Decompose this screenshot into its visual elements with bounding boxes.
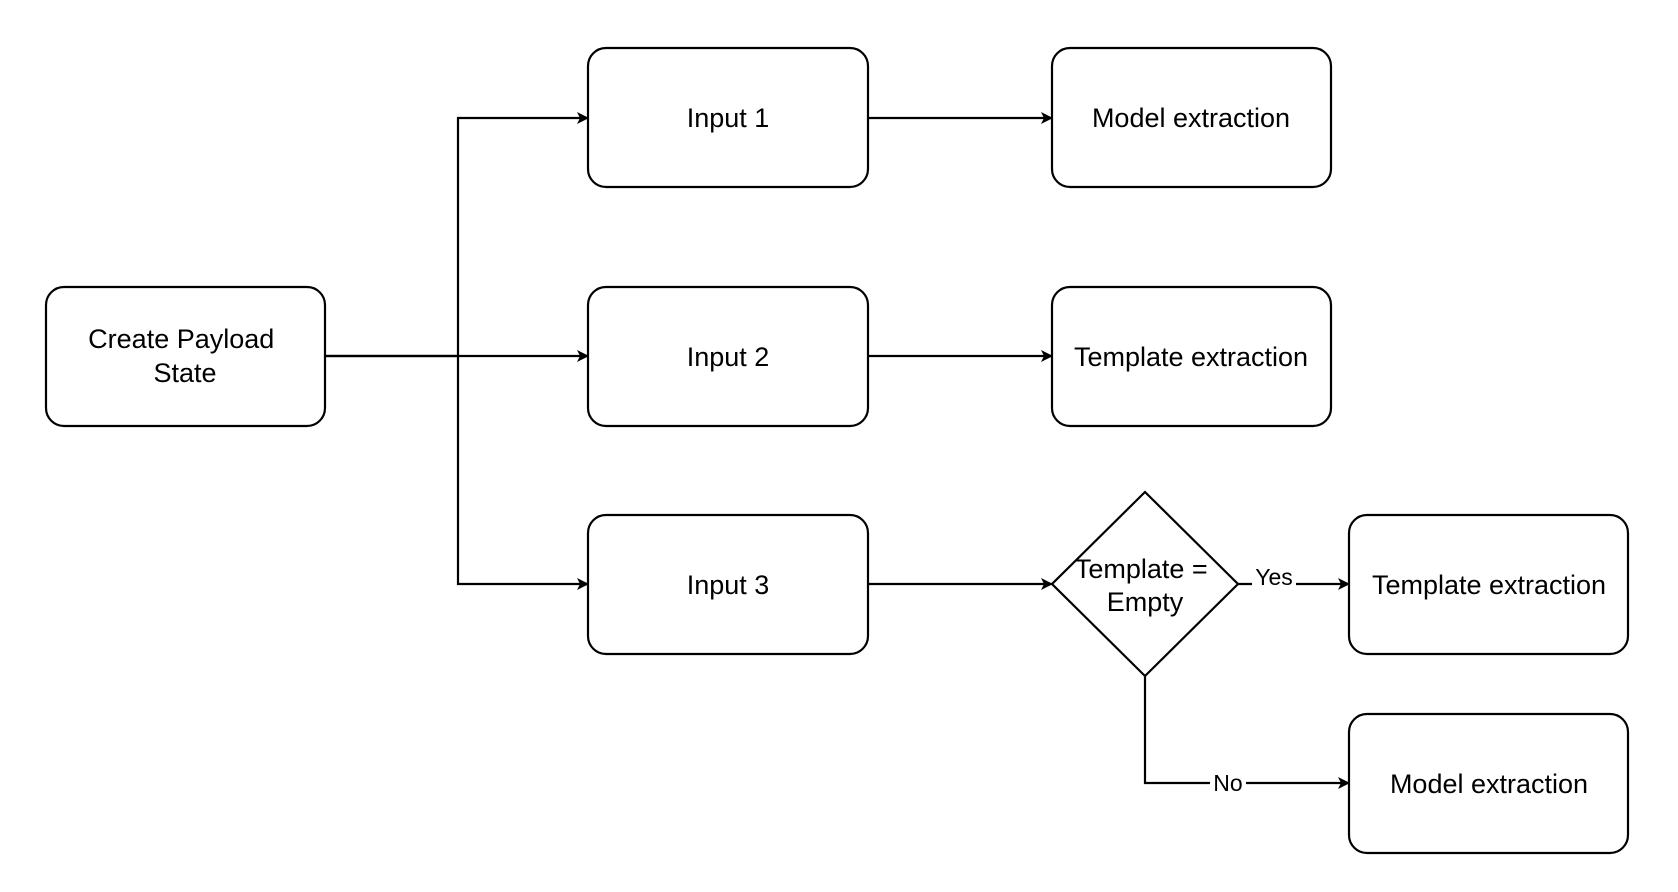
model-extraction-no-label: Model extraction: [1390, 769, 1588, 799]
template-extraction-middle-label: Template extraction: [1074, 342, 1308, 372]
node-template-extraction-yes[interactable]: Template extraction: [1347, 513, 1630, 656]
edge-labels: Yes No: [1210, 563, 1296, 797]
node-input-1[interactable]: Input 1: [586, 46, 870, 189]
node-model-extraction-no[interactable]: Model extraction: [1347, 712, 1630, 855]
node-create-payload-state[interactable]: Create Payload State: [44, 285, 327, 428]
template-extraction-yes-label: Template extraction: [1372, 570, 1606, 600]
input-1-label: Input 1: [687, 103, 770, 133]
input-3-label: Input 3: [687, 570, 770, 600]
node-input-3[interactable]: Input 3: [586, 513, 870, 656]
node-template-extraction-middle[interactable]: Template extraction: [1050, 285, 1333, 428]
yes-label: Yes: [1255, 564, 1293, 590]
edges: [325, 112, 1350, 789]
no-label: No: [1213, 770, 1242, 796]
node-input-2[interactable]: Input 2: [586, 285, 870, 428]
edge-create-to-input3: [456, 356, 589, 590]
no-label-bg: [1210, 769, 1246, 797]
node-model-extraction-top[interactable]: Model extraction: [1050, 46, 1333, 189]
edge-decision-no: [1143, 676, 1350, 789]
yes-label-bg: [1252, 563, 1296, 591]
node-decision-template-empty[interactable]: Template = Empty: [1050, 490, 1240, 678]
model-extraction-top-label: Model extraction: [1092, 103, 1290, 133]
input-2-label: Input 2: [687, 342, 770, 372]
create-payload-label: Create Payload State: [88, 324, 282, 388]
edge-create-to-input1: [325, 112, 589, 358]
decision-label: Template = Empty: [1075, 554, 1215, 617]
